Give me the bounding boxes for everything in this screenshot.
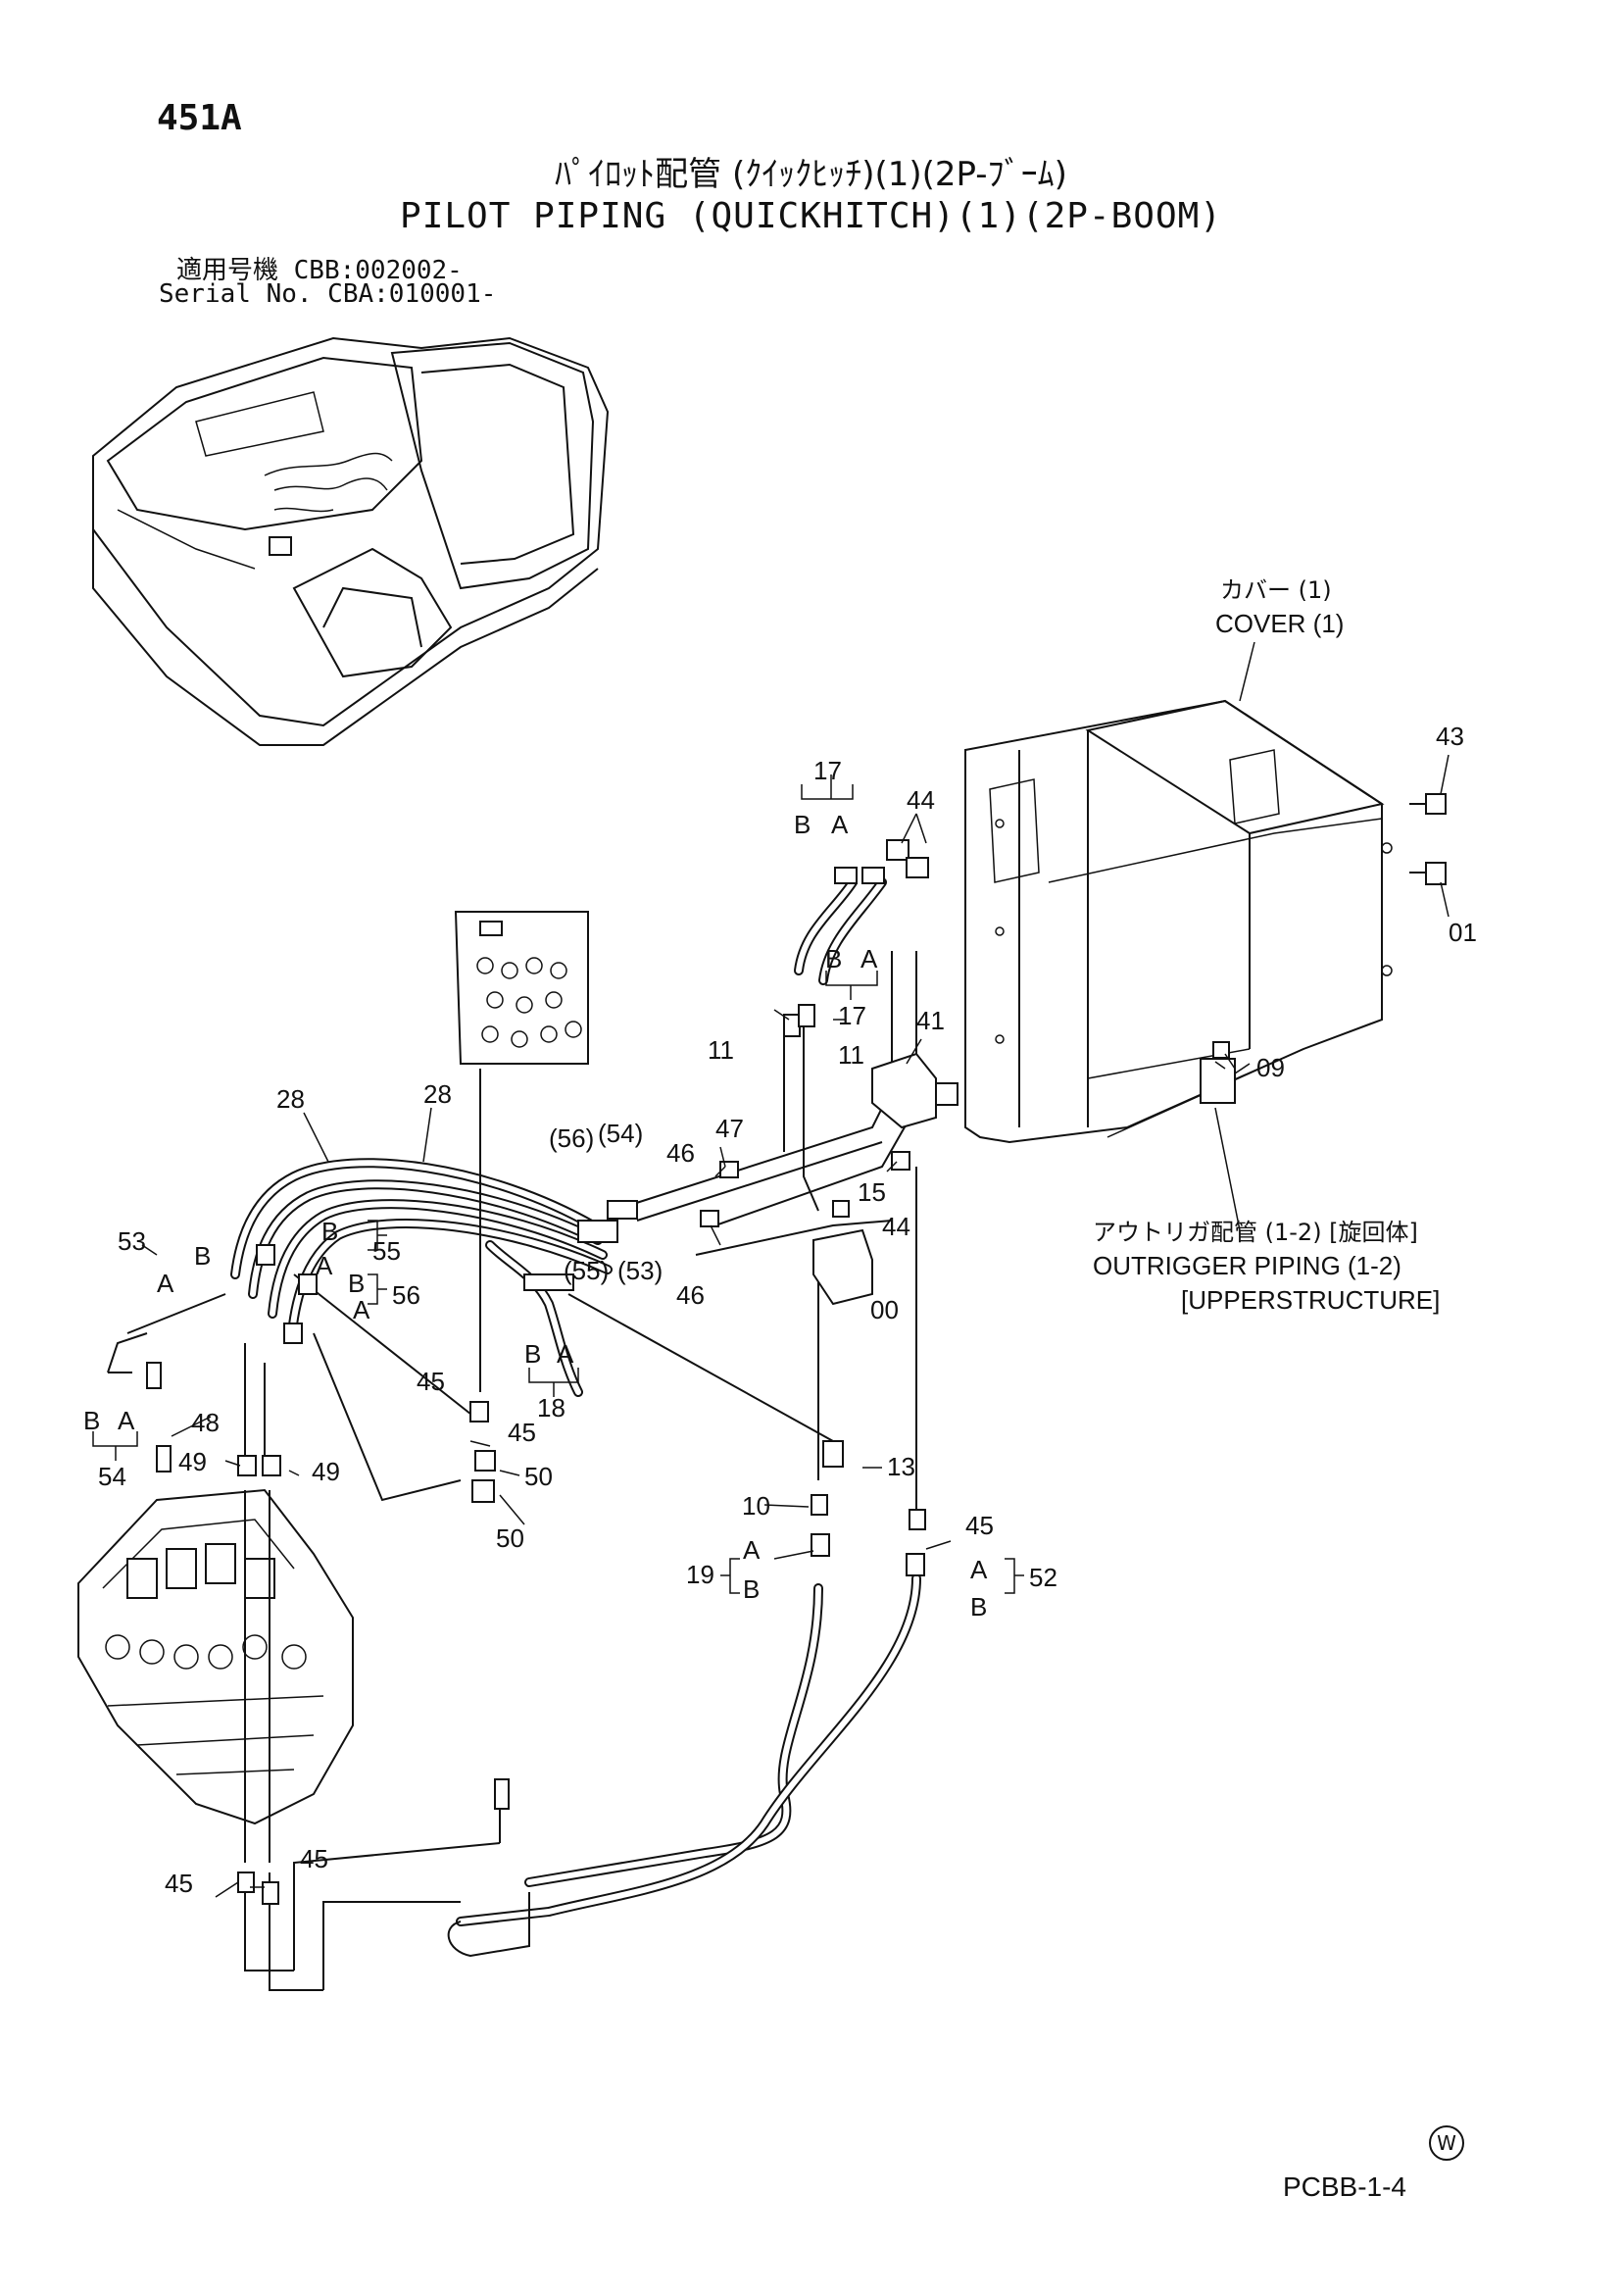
part-label-15: 15 — [858, 1177, 886, 1207]
part-label-09: 09 — [1256, 1053, 1285, 1082]
part-label-13: 13 — [887, 1452, 915, 1481]
bolt-43 — [1409, 793, 1447, 815]
port-label-a: A — [557, 1339, 574, 1369]
part-label-17: 17 — [838, 1001, 866, 1030]
port-label-b: B — [743, 1574, 760, 1604]
outrigger-block — [1200, 1058, 1236, 1104]
part-label-44: 44 — [907, 785, 935, 815]
port-label-b: B — [83, 1406, 100, 1435]
pilot-lines — [107, 951, 922, 1991]
part-number-labels: 43 01 17 17 44 44 41 11 11 09 28 28 (56)… — [98, 722, 1477, 1898]
block-41 — [871, 1052, 958, 1129]
part-label-45: 45 — [508, 1418, 536, 1447]
part-label-50: 50 — [524, 1462, 553, 1491]
leader-lines — [171, 641, 1450, 1898]
part-label-17: 17 — [813, 756, 842, 785]
outrigger-piping-label-japanese: アウトリガ配管 (1-2) [旋回体] — [1093, 1219, 1418, 1246]
port-label-b: B — [825, 944, 842, 973]
valve-00 — [812, 1228, 873, 1306]
hose-17 — [794, 867, 887, 985]
part-label-18: 18 — [537, 1393, 565, 1423]
hose-bracket-markers — [92, 774, 1024, 1594]
part-label-49: 49 — [178, 1447, 207, 1476]
part-label-41: 41 — [916, 1006, 945, 1035]
part-label-52: 52 — [1029, 1563, 1057, 1592]
port-label-a: A — [353, 1295, 370, 1324]
part-label-45: 45 — [165, 1869, 193, 1898]
port-label-b: B — [348, 1269, 365, 1298]
port-label-a: A — [831, 810, 849, 839]
part-label-45: 45 — [965, 1511, 994, 1540]
part-label-48: 48 — [191, 1408, 220, 1437]
part-label-47: 47 — [715, 1114, 744, 1143]
serial-number-japanese: 適用号機 CBB:002002- — [176, 256, 463, 285]
part-label-55-ref: (55) — [564, 1256, 609, 1285]
cover — [964, 699, 1393, 1144]
part-label-19: 19 — [686, 1560, 714, 1589]
fittings — [146, 839, 1230, 1905]
part-label-55: 55 — [372, 1236, 401, 1266]
port-labels: B A B A B A B A B A B A B A A B A B — [83, 810, 988, 1622]
page-number: 451A — [157, 98, 242, 138]
port-label-b: B — [794, 810, 811, 839]
part-label-46: 46 — [676, 1280, 705, 1310]
part-label-01: 01 — [1449, 918, 1477, 947]
part-label-49: 49 — [312, 1457, 340, 1486]
cover-label: COVER (1) — [1215, 609, 1344, 638]
part-label-43: 43 — [1436, 722, 1464, 751]
port-label-a: A — [860, 944, 878, 973]
part-label-44: 44 — [882, 1212, 910, 1241]
port-label-b: B — [970, 1592, 987, 1622]
part-label-45: 45 — [300, 1844, 328, 1873]
part-label-56-ref: (56) — [549, 1123, 594, 1153]
outrigger-piping-label: OUTRIGGER PIPING (1-2) — [1093, 1251, 1401, 1280]
part-label-00: 00 — [870, 1295, 899, 1324]
outrigger-piping-label-upperstructure: [UPPERSTRUCTURE] — [1181, 1285, 1440, 1315]
part-label-10: 10 — [742, 1491, 770, 1521]
port-label-a: A — [118, 1406, 135, 1435]
port-label-b: B — [194, 1241, 211, 1271]
port-label-a: A — [157, 1269, 174, 1298]
port-label-a: A — [316, 1251, 333, 1280]
serial-number: Serial No. CBA:010001- — [159, 279, 497, 309]
port-label-b: B — [524, 1339, 541, 1369]
part-label-28: 28 — [276, 1084, 305, 1114]
excavator-overview-sketch — [92, 336, 610, 746]
part-label-54: 54 — [98, 1462, 126, 1491]
part-label-46: 46 — [666, 1138, 695, 1168]
part-label-54-ref: (54) — [598, 1119, 643, 1148]
port-label-a: A — [743, 1535, 761, 1565]
part-label-45: 45 — [417, 1367, 445, 1396]
page-title: PILOT PIPING (QUICKHITCH)(1)(2P-BOOM) — [400, 196, 1222, 236]
port-label-a: A — [970, 1555, 988, 1584]
part-label-50: 50 — [496, 1523, 524, 1553]
part-label-56: 56 — [392, 1280, 420, 1310]
part-label-53-ref: (53) — [617, 1256, 663, 1285]
part-label-28: 28 — [423, 1079, 452, 1109]
part-label-11: 11 — [708, 1035, 734, 1065]
part-label-11: 11 — [838, 1040, 864, 1070]
port-label-b: B — [321, 1217, 338, 1246]
page-title-japanese: ﾊﾟｲﾛｯﾄ配管 (ｸｲｯｸﾋｯﾁ)(1)(2P-ﾌﾞｰﾑ) — [555, 155, 1067, 194]
document-code: PCBB-1-4 — [1282, 2171, 1406, 2202]
control-valve-block — [77, 1488, 354, 1825]
pilot-valve-block — [454, 911, 589, 1065]
hose-19-52 — [293, 1573, 921, 1990]
part-label-53: 53 — [118, 1226, 146, 1256]
bolt-01 — [1409, 862, 1447, 885]
cover-label-japanese: カバー (1) — [1220, 576, 1332, 604]
watermark-mark: W — [1429, 2125, 1464, 2161]
